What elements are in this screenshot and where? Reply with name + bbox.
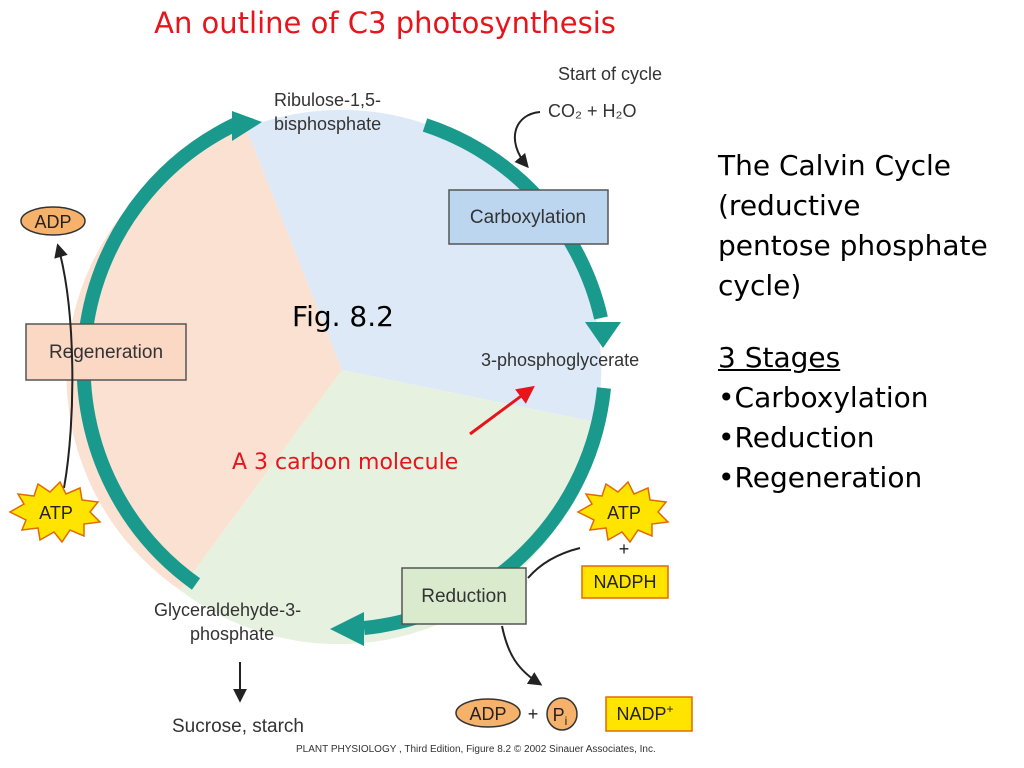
reduction-output-arrow — [501, 625, 543, 686]
side-line-3: pentose phosphate — [718, 229, 988, 262]
regeneration-sector — [66, 128, 343, 590]
atp-left-burst — [8, 480, 102, 544]
stage-item-reduction: •Reduction — [718, 421, 875, 454]
pi-label: Pi — [553, 705, 568, 728]
rubp-label-line2: bisphosphate — [274, 114, 382, 134]
rubp-label-line1: Ribulose-1,5- — [274, 90, 382, 110]
products-label: Sucrose, starch — [172, 716, 304, 737]
plus-sign-right: + — [619, 539, 630, 559]
arrowhead-rubp — [232, 111, 262, 141]
stage-item-carboxylation: •Carboxylation — [718, 381, 929, 414]
side-text: The Calvin Cycle (reductive pentose phos… — [718, 146, 988, 498]
stages-heading: 3 Stages — [718, 341, 841, 374]
g3p-label-line1: Glyceraldehyde-3- — [154, 600, 302, 620]
stage-item-regeneration: •Regeneration — [718, 461, 923, 494]
regeneration-label: Regeneration — [49, 342, 163, 363]
adp-left-oval — [20, 206, 86, 236]
figure-label: Fig. 8.2 — [292, 300, 394, 333]
side-line-4: cycle) — [718, 269, 802, 302]
pga-label: 3-phosphoglycerate — [481, 350, 640, 370]
carboxylation-sector — [246, 109, 602, 423]
plus-sign-bottom: + — [528, 704, 539, 724]
carboxylation-box — [448, 189, 609, 245]
side-line-2: (reductive — [718, 189, 861, 222]
side-line-1: The Calvin Cycle — [718, 149, 951, 182]
start-of-cycle-label: Start of cycle — [558, 64, 663, 84]
co2-input-arrow — [513, 111, 541, 169]
reduction-label: Reduction — [421, 586, 507, 607]
regeneration-arrow — [54, 243, 74, 489]
reduction-box — [401, 567, 527, 625]
pi-subscript: i — [565, 714, 568, 728]
page-title: An outline of C3 photosynthesis — [154, 6, 616, 40]
pi-letter: P — [553, 705, 565, 725]
carboxylation-label: Carboxylation — [470, 207, 586, 228]
atp-right-burst — [576, 480, 670, 544]
nadp-label: NADP+ — [616, 702, 673, 724]
figure-credit: PLANT PHYSIOLOGY , Third Edition, Figure… — [296, 744, 656, 755]
three-carbon-annotation: A 3 carbon molecule — [232, 450, 459, 475]
g3p-label-line2: phosphate — [190, 624, 275, 644]
nadph-label: NADPH — [593, 572, 656, 592]
arrowhead-g3p — [330, 612, 364, 646]
regeneration-box — [25, 323, 187, 381]
adp-left-label: ADP — [34, 212, 71, 232]
side-spacer — [718, 306, 988, 338]
adp-bottom-oval — [455, 698, 521, 728]
atp-left-label: ATP — [39, 503, 73, 523]
nadp-text: NADP — [616, 704, 666, 724]
adp-bottom-label: ADP — [469, 704, 506, 724]
reduction-input-line — [527, 547, 581, 579]
atp-right-label: ATP — [607, 503, 641, 523]
co2-h2o-label: CO₂ + H₂O — [548, 101, 637, 121]
arrowhead-pga — [585, 322, 621, 348]
nadp-box — [605, 696, 693, 732]
pi-circle — [546, 697, 578, 731]
nadp-superscript: + — [667, 702, 674, 716]
pointer-arrow — [469, 385, 535, 436]
nadph-box — [581, 565, 669, 599]
